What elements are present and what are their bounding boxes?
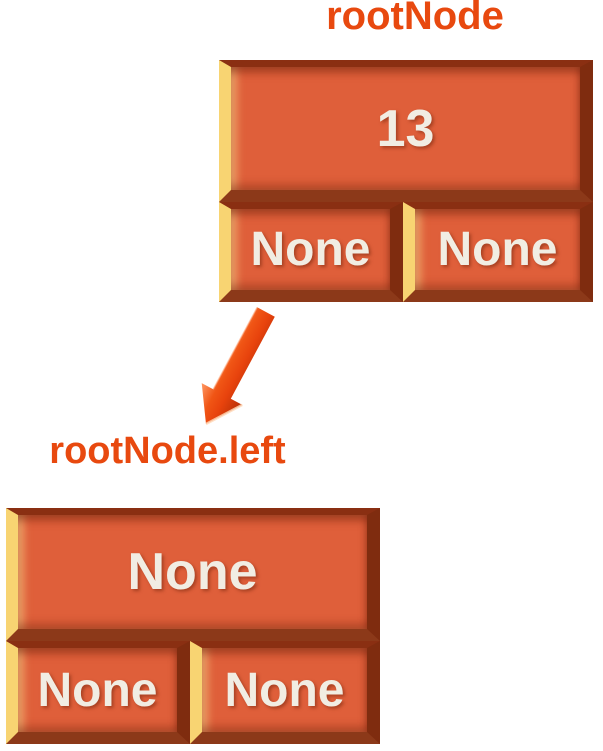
arrow-down-left-icon [201,306,275,426]
root-node-right-pointer: None [437,223,558,276]
left-child-left-pointer: None [37,663,158,717]
left-child-right-pointer-box: None [190,641,380,744]
root-node-left-pointer: None [250,223,371,276]
left-child-value-box: None [6,508,380,641]
left-child-left-pointer-box: None [6,641,190,744]
left-child-right-pointer: None [224,663,345,717]
root-node-value-box: 13 [219,60,593,202]
root-node-label: rootNode [326,0,504,38]
left-child-value: None [127,543,258,601]
root-node-left-pointer-box: None [219,202,403,302]
root-node-value: 13 [376,99,435,158]
left-child-node-label: rootNode.left [49,430,286,472]
root-node-right-pointer-box: None [403,202,593,302]
